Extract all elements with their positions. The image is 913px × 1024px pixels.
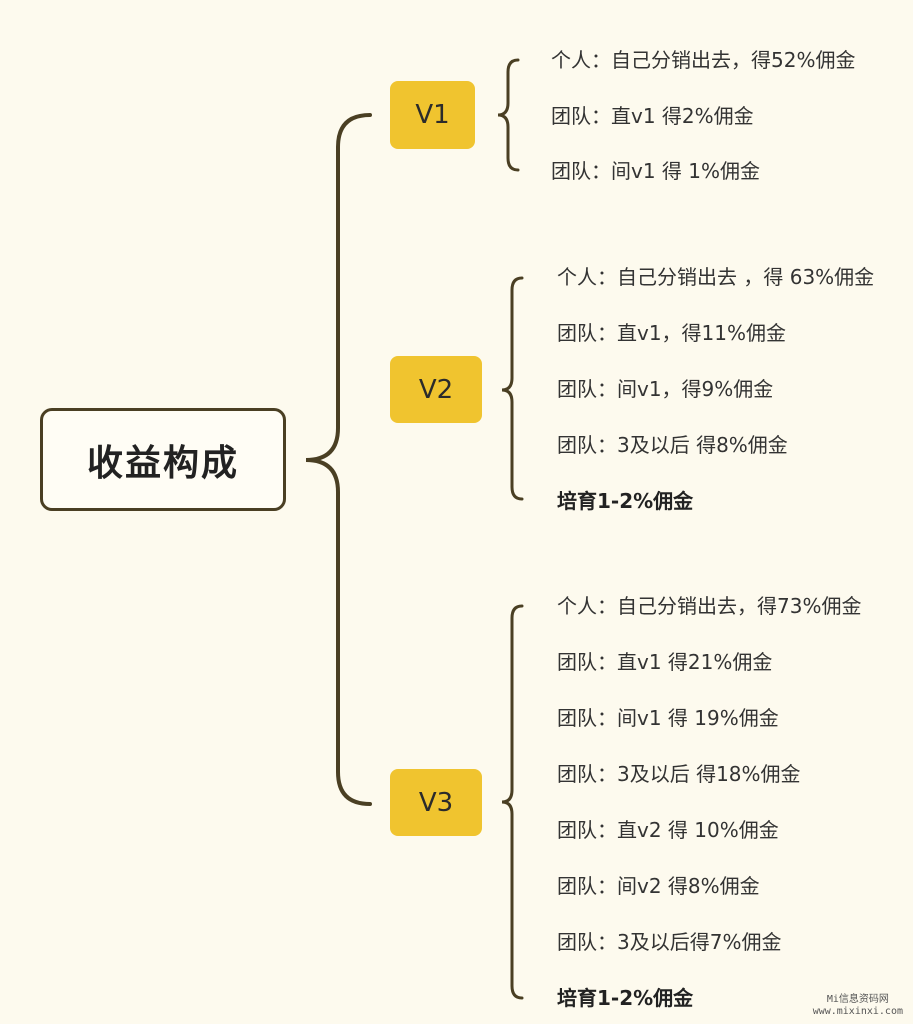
v3-bracket [501,604,524,1000]
v2-item: 团队：直v1，得11%佣金 [557,321,787,345]
v3-item: 团队：间v1 得 19%佣金 [557,706,779,730]
v3-item: 团队：直v1 得21%佣金 [557,650,773,674]
v3-item: 团队：间v2 得8%佣金 [557,874,760,898]
v3-item: 培育1-2%佣金 [557,986,694,1010]
v2-bracket [501,276,524,501]
v1-bracket [497,58,520,172]
v2-item: 个人：自己分销出去 ，得 63%佣金 [557,265,875,289]
level-node-v2: V2 [390,356,482,423]
watermark-title: Mi信息资码网 [826,994,889,1005]
v1-item: 个人：自己分销出去，得52%佣金 [551,48,856,72]
root-node: 收益构成 [40,408,286,511]
v2-item: 团队：3及以后 得8%佣金 [557,433,788,457]
watermark: Mi信息资码网 www.mixinxi.com [813,994,903,1018]
v1-item: 团队：直v1 得2%佣金 [551,104,754,128]
v2-item: 培育1-2%佣金 [557,489,694,513]
level-node-v1: V1 [390,81,475,149]
v3-item: 个人：自己分销出去，得73%佣金 [557,594,862,618]
watermark-url: www.mixinxi.com [812,1006,903,1017]
level-node-v3: V3 [390,769,482,836]
v2-item: 团队：间v1，得9%佣金 [557,377,774,401]
v1-item: 团队：间v1 得 1%佣金 [551,159,761,183]
root-bracket [305,113,372,806]
v3-item: 团队：3及以后 得18%佣金 [557,762,801,786]
v3-item: 团队：直v2 得 10%佣金 [557,818,779,842]
v3-item: 团队：3及以后得7%佣金 [557,930,782,954]
